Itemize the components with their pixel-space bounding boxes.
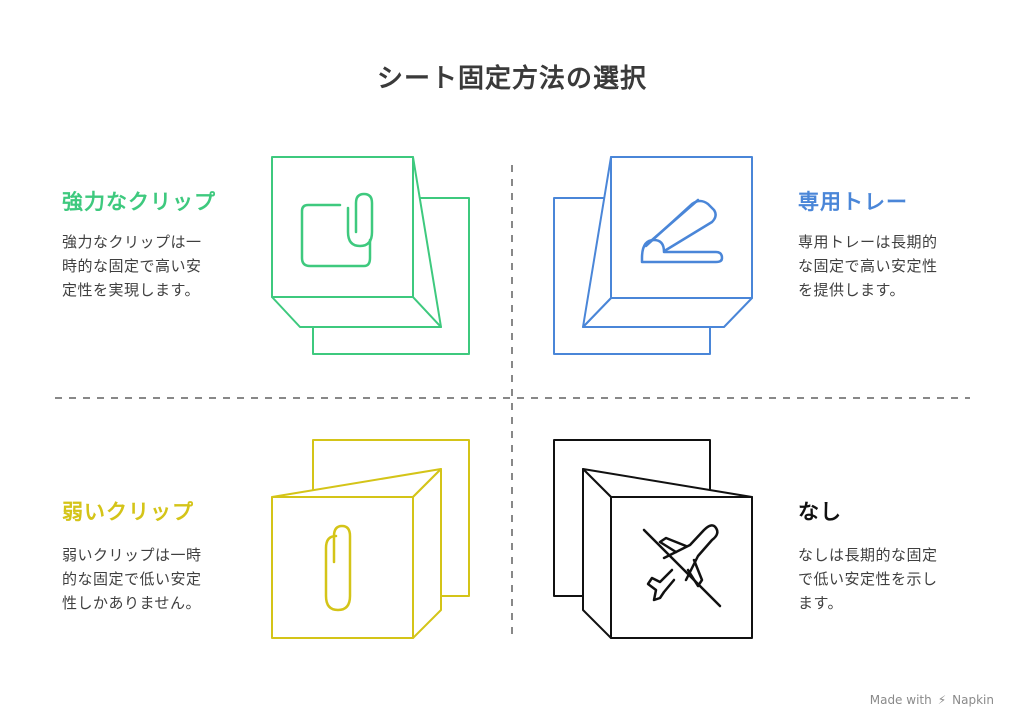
blue-cube xyxy=(553,156,753,355)
made-with-label: Made with xyxy=(869,693,932,707)
stapler-icon xyxy=(640,198,724,264)
heading-none: なし xyxy=(798,500,842,524)
description-line: 的な固定で低い安定 xyxy=(62,570,202,588)
airplane-off-icon xyxy=(642,524,722,608)
description-line: 強力なクリップは一 xyxy=(62,233,202,251)
page-title: シート固定方法の選択 xyxy=(376,64,647,94)
description-none: なしは長期的な固定 で低い安定性を示し ます。 xyxy=(798,543,938,615)
description-line: 定性を実現します。 xyxy=(62,281,201,299)
description-line: 性しかありません。 xyxy=(62,594,202,612)
cube-front xyxy=(271,496,414,639)
cube-side xyxy=(412,468,442,639)
description-line: な固定で高い安定性 xyxy=(798,257,938,275)
cube-bottom xyxy=(582,297,753,328)
cube-front xyxy=(610,156,753,299)
brand-label: Napkin xyxy=(952,693,994,707)
heading-strong-clip: 強力なクリップ xyxy=(62,190,216,214)
description-line: を提供します。 xyxy=(798,281,906,299)
yellow-cube xyxy=(271,439,470,639)
description-line: なしは長期的な固定 xyxy=(798,546,938,564)
description-weak-clip: 弱いクリップは一時 的な固定で低い安定 性しかありません。 xyxy=(62,543,202,615)
cube-front xyxy=(271,156,414,298)
description-line: 専用トレーは長期的 xyxy=(798,233,938,251)
heading-weak-clip: 弱いクリップ xyxy=(62,500,194,524)
made-with-napkin-credit[interactable]: Made with ⚡ Napkin xyxy=(870,693,994,707)
description-dedicated-tray: 専用トレーは長期的 な固定で高い安定性 を提供します。 xyxy=(798,230,938,302)
paperclip-icon xyxy=(324,524,352,612)
paperclip-icon xyxy=(300,192,374,268)
description-line: 弱いクリップは一時 xyxy=(62,546,202,564)
description-line: で低い安定性を示し xyxy=(798,570,938,588)
cube-side xyxy=(582,468,612,639)
green-cube xyxy=(271,156,470,355)
description-line: 時的な固定で高い安 xyxy=(62,257,202,275)
cube-bottom xyxy=(271,296,442,328)
description-strong-clip: 強力なクリップは一 時的な固定で高い安 定性を実現します。 xyxy=(62,230,202,302)
heading-dedicated-tray: 専用トレー xyxy=(798,190,908,214)
napkin-logo-icon: ⚡ xyxy=(937,693,947,707)
description-line: ます。 xyxy=(798,594,844,612)
